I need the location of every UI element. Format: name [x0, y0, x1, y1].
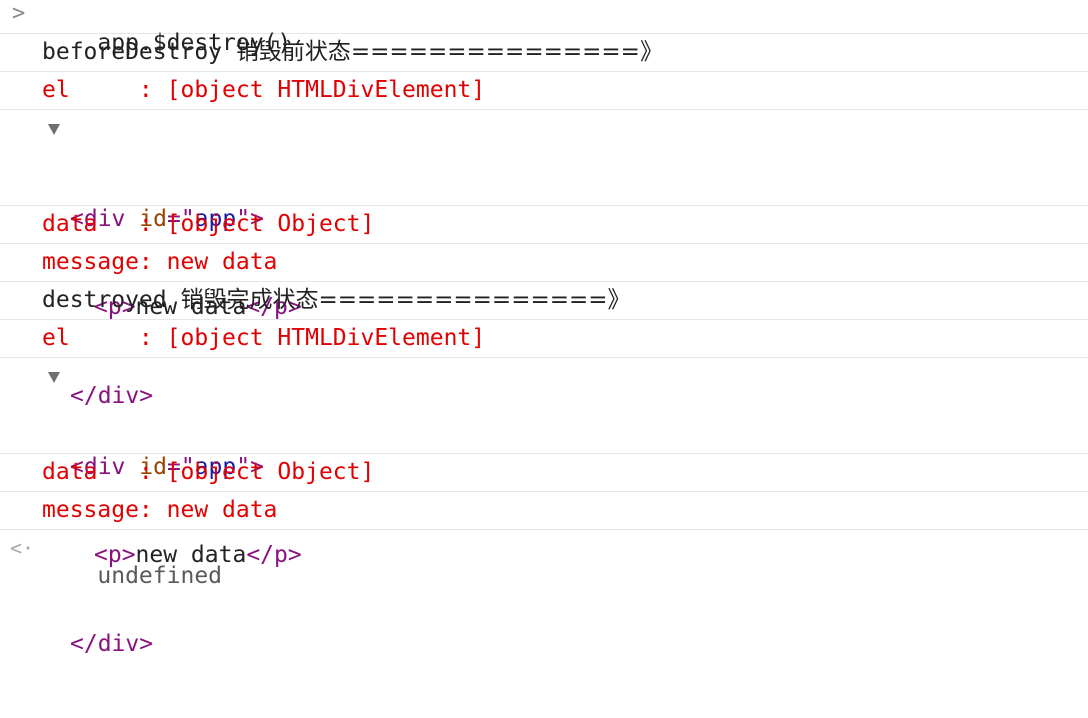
- result-value: undefined: [97, 563, 223, 589]
- log-heading-destroyed: destroyed 销毁完成状态===============》: [0, 282, 1088, 320]
- console-input-row[interactable]: > app.$destroy(): [0, 0, 1088, 56]
- return-arrow-icon: <·: [10, 536, 35, 560]
- dom-open-tag[interactable]: <div id="app">: [70, 453, 264, 480]
- dom-open-tag[interactable]: <div id="app">: [70, 205, 264, 232]
- log-message-line: message: new data: [0, 492, 1088, 530]
- log-heading-arrow: ===============》: [318, 287, 631, 313]
- log-data-text: data : [object Object]: [42, 211, 375, 237]
- dom-child-node[interactable]: <p>new data</p>: [94, 542, 302, 568]
- log-heading-chinese: 销毁完成状态: [180, 287, 319, 313]
- input-command[interactable]: app.$destroy(): [97, 30, 292, 56]
- console-result-row: <· undefined: [0, 530, 1088, 589]
- log-el-text: el : [object HTMLDivElement]: [42, 77, 486, 103]
- triangle-down-icon[interactable]: [48, 124, 60, 135]
- triangle-down-icon[interactable]: [48, 372, 60, 383]
- dom-child-node[interactable]: <p>new data</p>: [94, 294, 302, 320]
- log-heading-arrow: ===============》: [350, 39, 663, 65]
- log-data-text: data : [object Object]: [42, 459, 375, 485]
- dom-node-tree: <div id="app"> <p>new data</p> </div>: [0, 358, 1088, 657]
- log-heading-label: destroyed: [42, 287, 181, 313]
- chevron-right-icon: >: [12, 1, 26, 26]
- log-data-line: data : [object Object]: [0, 454, 1088, 492]
- dom-close-tag[interactable]: </div>: [70, 630, 154, 657]
- log-heading-before-destroy: beforeDestroy 销毁前状态===============》: [0, 34, 1088, 72]
- log-heading-chinese: 销毁前状态: [235, 39, 351, 65]
- log-el-text: el : [object HTMLDivElement]: [42, 325, 486, 351]
- log-el-line: el : [object HTMLDivElement]: [0, 72, 1088, 110]
- dom-node-tree: <div id="app"> <p>new data</p> </div>: [0, 110, 1088, 409]
- log-heading-label: beforeDestroy: [42, 39, 236, 65]
- log-message-text: message: new data: [42, 249, 278, 275]
- log-el-line: el : [object HTMLDivElement]: [0, 320, 1088, 358]
- log-message-text: message: new data: [42, 497, 278, 523]
- log-message-line: message: new data: [0, 244, 1088, 282]
- log-data-line: data : [object Object]: [0, 206, 1088, 244]
- dom-close-tag[interactable]: </div>: [70, 382, 154, 409]
- console-panel: >app.$destroy() beforeDestroy 销毁前状态=====…: [0, 0, 1088, 657]
